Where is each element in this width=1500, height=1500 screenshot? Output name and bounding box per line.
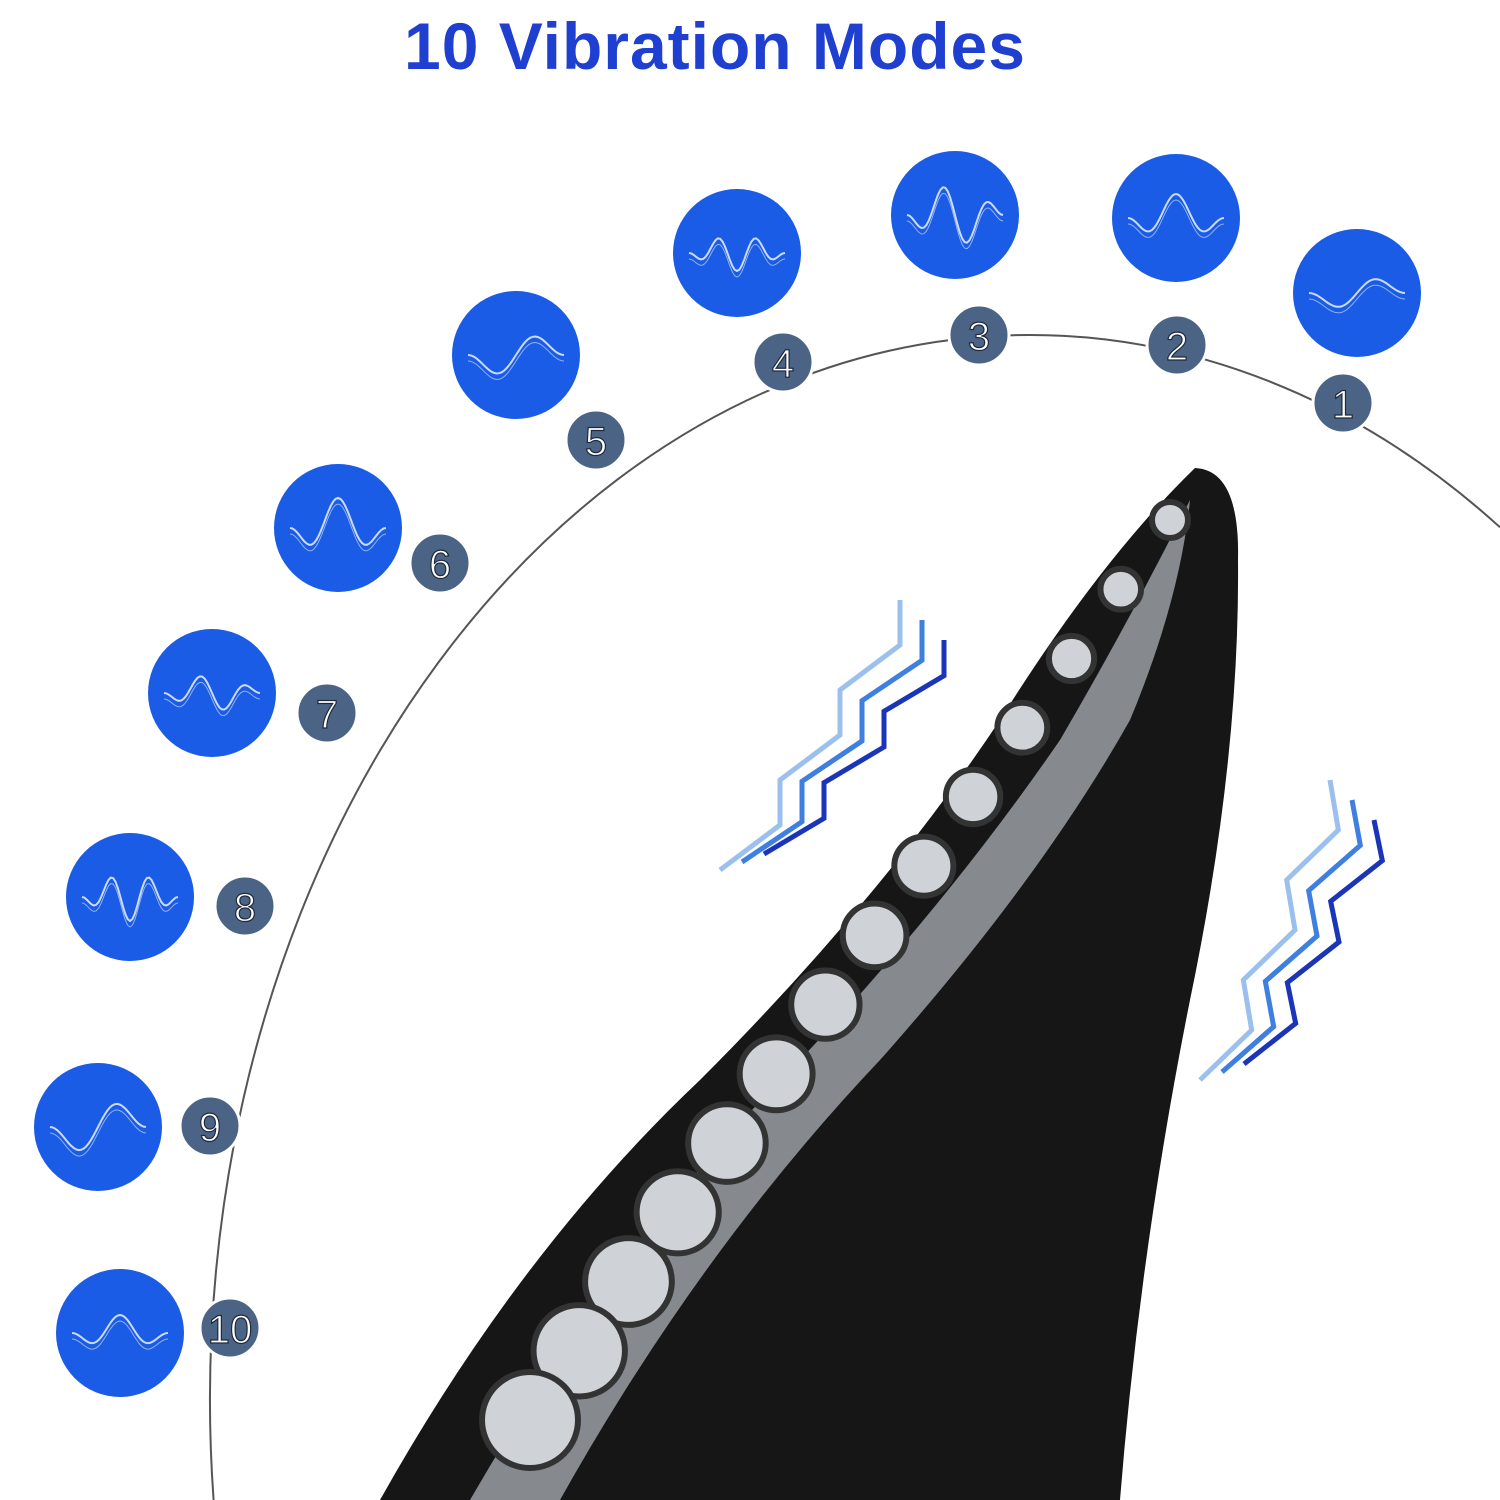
mode-8: 8 — [66, 833, 277, 961]
mode-number-badge: 5 — [564, 408, 628, 472]
sucker-shape — [633, 1168, 722, 1257]
mode-number-badge: 4 — [751, 330, 815, 394]
vibration-wave-line — [762, 640, 947, 857]
mode-4: 4 — [673, 189, 815, 394]
vibration-wave-line — [1242, 819, 1386, 1066]
mode-number: 9 — [199, 1106, 221, 1150]
mode-3: 3 — [891, 151, 1019, 367]
mode-number: 5 — [585, 420, 607, 464]
waveform-icon — [274, 464, 402, 592]
mode-number-badge: 10 — [198, 1296, 262, 1360]
page-title: 10 Vibration Modes — [404, 9, 1026, 83]
waveform-icon — [34, 1063, 162, 1191]
sucker-shape — [942, 766, 1004, 828]
sucker-shape — [685, 1101, 769, 1185]
mode-number: 4 — [772, 342, 794, 386]
mode-number-badge: 8 — [213, 874, 277, 938]
mode-number-badge: 9 — [178, 1094, 242, 1158]
waveform-icon — [56, 1269, 184, 1397]
waveform-icon — [1293, 229, 1421, 357]
sucker-shape — [736, 1034, 816, 1114]
mode-number-badge: 6 — [408, 531, 472, 595]
mode-number: 2 — [1166, 325, 1188, 369]
mode-number-badge: 7 — [295, 681, 359, 745]
vibration-wave-line — [718, 600, 903, 872]
waveform-icon — [66, 833, 194, 961]
waveform-icon — [148, 629, 276, 757]
sucker-shape — [891, 833, 957, 899]
sucker-shape — [1045, 632, 1098, 685]
sucker-shape — [788, 967, 863, 1042]
sucker-shape — [479, 1369, 581, 1471]
sucker-shape — [839, 900, 910, 971]
mode-number: 10 — [208, 1308, 253, 1352]
mode-9: 9 — [34, 1063, 242, 1191]
mode-number-badge: 3 — [947, 303, 1011, 367]
sucker-shape — [1097, 565, 1145, 613]
mode-5: 5 — [452, 291, 628, 472]
waveform-icon — [1112, 154, 1240, 282]
mode-number: 7 — [316, 693, 338, 737]
sucker-shape — [1149, 499, 1191, 541]
mode-7: 7 — [148, 629, 359, 757]
waveform-icon — [891, 151, 1019, 279]
sucker-shape — [994, 699, 1051, 756]
vibration-wave-line — [1220, 799, 1364, 1074]
mode-number: 1 — [1332, 383, 1354, 427]
vibration-wave-line — [1198, 779, 1342, 1082]
mode-1: 1 — [1293, 229, 1421, 435]
vibration-wave-line — [740, 620, 925, 865]
sucker-shape — [582, 1235, 675, 1328]
mode-number: 3 — [968, 315, 990, 359]
vibration-waves — [718, 600, 1386, 1082]
mode-10: 10 — [56, 1269, 262, 1397]
mode-number-badge: 1 — [1311, 371, 1375, 435]
waveform-icon — [673, 189, 801, 317]
mode-number: 6 — [429, 543, 451, 587]
mode-number: 8 — [234, 886, 256, 930]
mode-6: 6 — [274, 464, 472, 595]
mode-2: 2 — [1112, 154, 1240, 377]
waveform-icon — [452, 291, 580, 419]
sucker-shape — [530, 1302, 628, 1400]
mode-number-badge: 2 — [1145, 313, 1209, 377]
